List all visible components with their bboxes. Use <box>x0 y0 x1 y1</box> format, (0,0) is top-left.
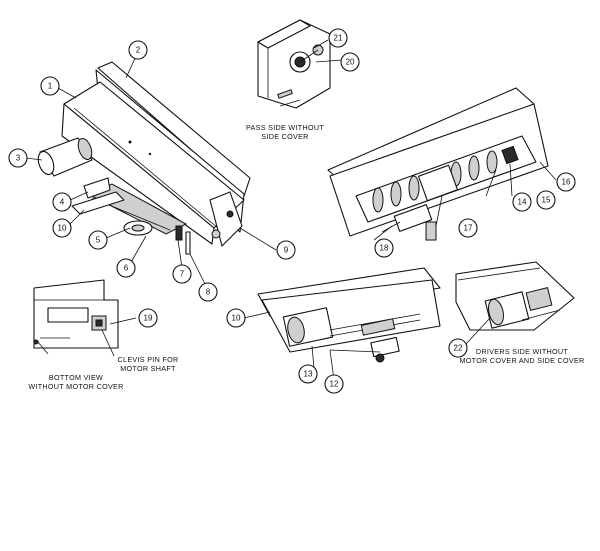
drivers-side-caption-line2: MOTOR COVER AND SIDE COVER <box>459 356 584 365</box>
callout-14-label: 14 <box>518 198 527 207</box>
callout-10-lower: 10 <box>226 308 246 328</box>
callout-2: 2 <box>128 40 148 60</box>
callout-2-label: 2 <box>136 46 141 55</box>
main-assembly-view <box>25 55 277 287</box>
callout-9-label: 9 <box>284 246 289 255</box>
callout-18: 18 <box>374 238 394 258</box>
auger-drive-block <box>417 164 459 202</box>
callout-5-label: 5 <box>96 236 101 245</box>
lower-center-view <box>243 267 441 381</box>
callout-21: 21 <box>328 28 348 48</box>
callout-19-label: 19 <box>144 314 153 323</box>
clevis-pin-caption-line1: CLEVIS PIN FOR <box>118 355 179 364</box>
callout-17: 17 <box>458 218 478 238</box>
clevis-pin-caption-line2: MOTOR SHAFT <box>120 364 176 373</box>
pass-side-caption-line1: PASS SIDE WITHOUT <box>246 123 324 132</box>
callout-18-label: 18 <box>380 244 389 253</box>
bottom-view <box>33 279 137 357</box>
callout-17-label: 17 <box>464 224 473 233</box>
callout-3: 3 <box>8 148 28 168</box>
callout-6-label: 6 <box>124 264 129 273</box>
callout-13-label: 13 <box>304 370 313 379</box>
pass-side-caption-line2: SIDE COVER <box>261 132 308 141</box>
bracket <box>83 177 111 199</box>
callout-12-label: 12 <box>330 380 339 389</box>
bottom-view-caption-line2: WITHOUT MOTOR COVER <box>28 382 123 391</box>
callout-8: 8 <box>198 282 218 302</box>
callout-3-label: 3 <box>16 154 21 163</box>
auger-assembly-view <box>327 87 557 241</box>
pass-side-detail-view <box>257 19 343 109</box>
callout-6: 6 <box>116 258 136 278</box>
callout-7-label: 7 <box>180 270 185 279</box>
lower-gear-motor <box>370 336 400 358</box>
callout-16-label: 16 <box>562 178 571 187</box>
callout-5: 5 <box>88 230 108 250</box>
callout-16: 16 <box>556 172 576 192</box>
callout-1-label: 1 <box>48 82 53 91</box>
callout-19: 19 <box>138 308 158 328</box>
callout-10-main-label: 10 <box>58 224 67 233</box>
callout-22-label: 22 <box>454 344 463 353</box>
callout-10-lower-label: 10 <box>232 314 241 323</box>
callout-12: 12 <box>324 374 344 394</box>
callout-4: 4 <box>52 192 72 212</box>
auger-bearing <box>501 145 519 165</box>
arm <box>71 191 125 215</box>
callout-22: 22 <box>448 338 468 358</box>
callout-13: 13 <box>298 364 318 384</box>
callout-20-label: 20 <box>346 58 355 67</box>
bottom-view-caption-line1: BOTTOM VIEW <box>49 373 103 382</box>
bolt <box>175 225 183 241</box>
callout-15: 15 <box>536 190 556 210</box>
callout-21-label: 21 <box>334 34 343 43</box>
callout-1: 1 <box>40 76 60 96</box>
housing-lower-face <box>61 103 215 245</box>
callout-8-label: 8 <box>206 288 211 297</box>
callout-10-main: 10 <box>52 218 72 238</box>
callout-9: 9 <box>276 240 296 260</box>
drivers-side-detail-view <box>455 261 575 345</box>
callout-20: 20 <box>340 52 360 72</box>
pin <box>185 231 191 255</box>
callout-4-label: 4 <box>60 198 65 207</box>
callout-14: 14 <box>512 192 532 212</box>
drivers-side-caption-line1: DRIVERS SIDE WITHOUT <box>476 347 569 356</box>
callout-15-label: 15 <box>542 196 551 205</box>
callout-7: 7 <box>172 264 192 284</box>
